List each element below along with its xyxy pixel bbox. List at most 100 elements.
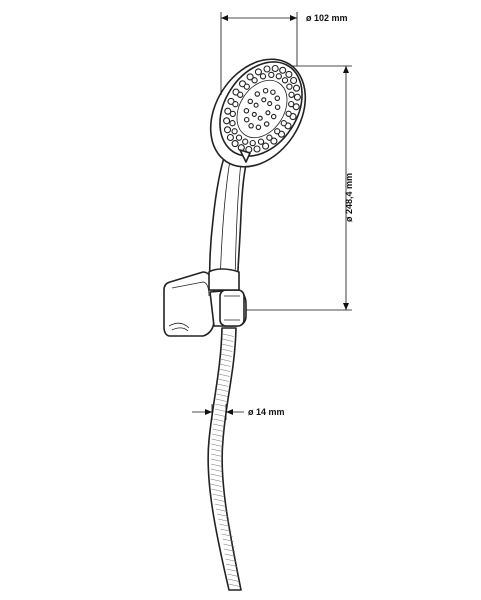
hose-coil — [219, 363, 231, 367]
nozzle — [232, 101, 239, 108]
nozzle — [253, 145, 261, 153]
nozzle — [254, 91, 261, 97]
nozzle — [275, 73, 282, 80]
hose-coil — [217, 513, 229, 517]
hose-coil — [213, 418, 225, 422]
wall-bracket — [163, 271, 247, 337]
nozzle — [243, 116, 250, 123]
hose-coil — [222, 333, 234, 337]
nozzle — [268, 71, 275, 79]
hose-coil — [214, 413, 226, 417]
nozzle — [257, 138, 265, 145]
nozzle — [271, 64, 279, 73]
shower-handle — [208, 151, 249, 291]
nozzle — [223, 117, 231, 125]
nozzle — [254, 68, 262, 76]
nozzle — [285, 70, 293, 78]
hose-coil — [211, 448, 223, 452]
nozzle — [248, 123, 254, 129]
nozzle — [231, 140, 239, 148]
hose-coil — [212, 428, 224, 432]
hose-coil — [227, 573, 239, 577]
nozzle — [226, 133, 234, 142]
head-width-label: ø 102 mm — [306, 13, 348, 23]
nozzle — [224, 107, 232, 115]
hose-diameter-label: ø 14 mm — [248, 407, 285, 417]
nozzle — [237, 91, 244, 98]
hose-coil — [217, 383, 229, 387]
hose-coil — [226, 568, 238, 572]
nozzle — [243, 83, 250, 90]
nozzle — [246, 73, 254, 81]
nozzle — [280, 120, 287, 127]
nozzle — [253, 102, 259, 108]
hose-coil — [216, 388, 229, 392]
hose-coil — [210, 463, 223, 467]
hose-coil — [222, 338, 234, 342]
hose-coil — [218, 518, 230, 522]
hose-coil — [210, 468, 222, 472]
hose-coil — [218, 373, 230, 377]
hose-coil — [214, 408, 226, 412]
nozzle — [249, 139, 256, 147]
hose-coil — [225, 563, 238, 567]
nozzle — [261, 97, 267, 103]
total-length-label: ø 248,4 mm — [344, 173, 354, 222]
hose-coil — [215, 508, 228, 512]
dimension-head-width: ø 102 mm — [220, 12, 348, 95]
hose-coil-lines — [210, 333, 240, 587]
hose-coil — [221, 533, 233, 537]
hose-coil — [214, 503, 226, 507]
nozzle — [290, 76, 298, 85]
hose-coil — [211, 438, 223, 442]
nozzle — [274, 104, 281, 110]
nozzle — [251, 77, 258, 84]
hose-coil — [223, 548, 236, 552]
nozzle — [263, 65, 271, 73]
hose-coil — [216, 393, 228, 397]
hose-coil — [210, 478, 222, 482]
nozzle — [243, 108, 250, 114]
hose-coil — [212, 493, 224, 497]
hose-coil — [213, 423, 225, 427]
hose-coil — [210, 483, 222, 487]
nozzle — [267, 101, 273, 107]
nozzle — [265, 110, 271, 116]
hose-coil — [225, 558, 237, 562]
nozzle — [242, 138, 249, 145]
hose-coil — [220, 358, 232, 362]
hose-coil — [219, 368, 231, 372]
dimension-total-length: ø 248,4 mm — [246, 65, 354, 311]
hose-coil — [219, 523, 231, 527]
nozzle — [247, 98, 254, 105]
hose-coil — [218, 378, 230, 382]
nozzle — [251, 111, 257, 117]
hose-coil — [227, 578, 240, 582]
nozzle — [259, 73, 267, 80]
nozzle — [231, 128, 238, 135]
nozzle — [292, 103, 300, 111]
nozzle — [293, 93, 301, 101]
hose-coil — [221, 343, 233, 347]
hose-coil — [221, 348, 233, 352]
nozzle — [270, 113, 277, 120]
nozzle — [262, 87, 269, 94]
nozzle — [281, 77, 289, 84]
nozzle — [263, 121, 270, 127]
hose-coil — [210, 473, 222, 477]
spray-selector-tab — [239, 149, 251, 163]
nozzle — [257, 115, 263, 121]
nozzle — [262, 142, 270, 150]
hose-coil — [211, 443, 223, 447]
hose-coil — [215, 403, 227, 407]
nozzle — [285, 110, 292, 117]
nozzle — [292, 84, 301, 92]
hose-coil — [228, 583, 240, 587]
nozzle — [286, 83, 293, 90]
hose-coil — [213, 498, 225, 502]
hose-coil — [224, 553, 236, 557]
hose-coil — [211, 453, 223, 457]
hose-coil — [212, 433, 224, 437]
nozzle-pattern — [223, 64, 301, 154]
